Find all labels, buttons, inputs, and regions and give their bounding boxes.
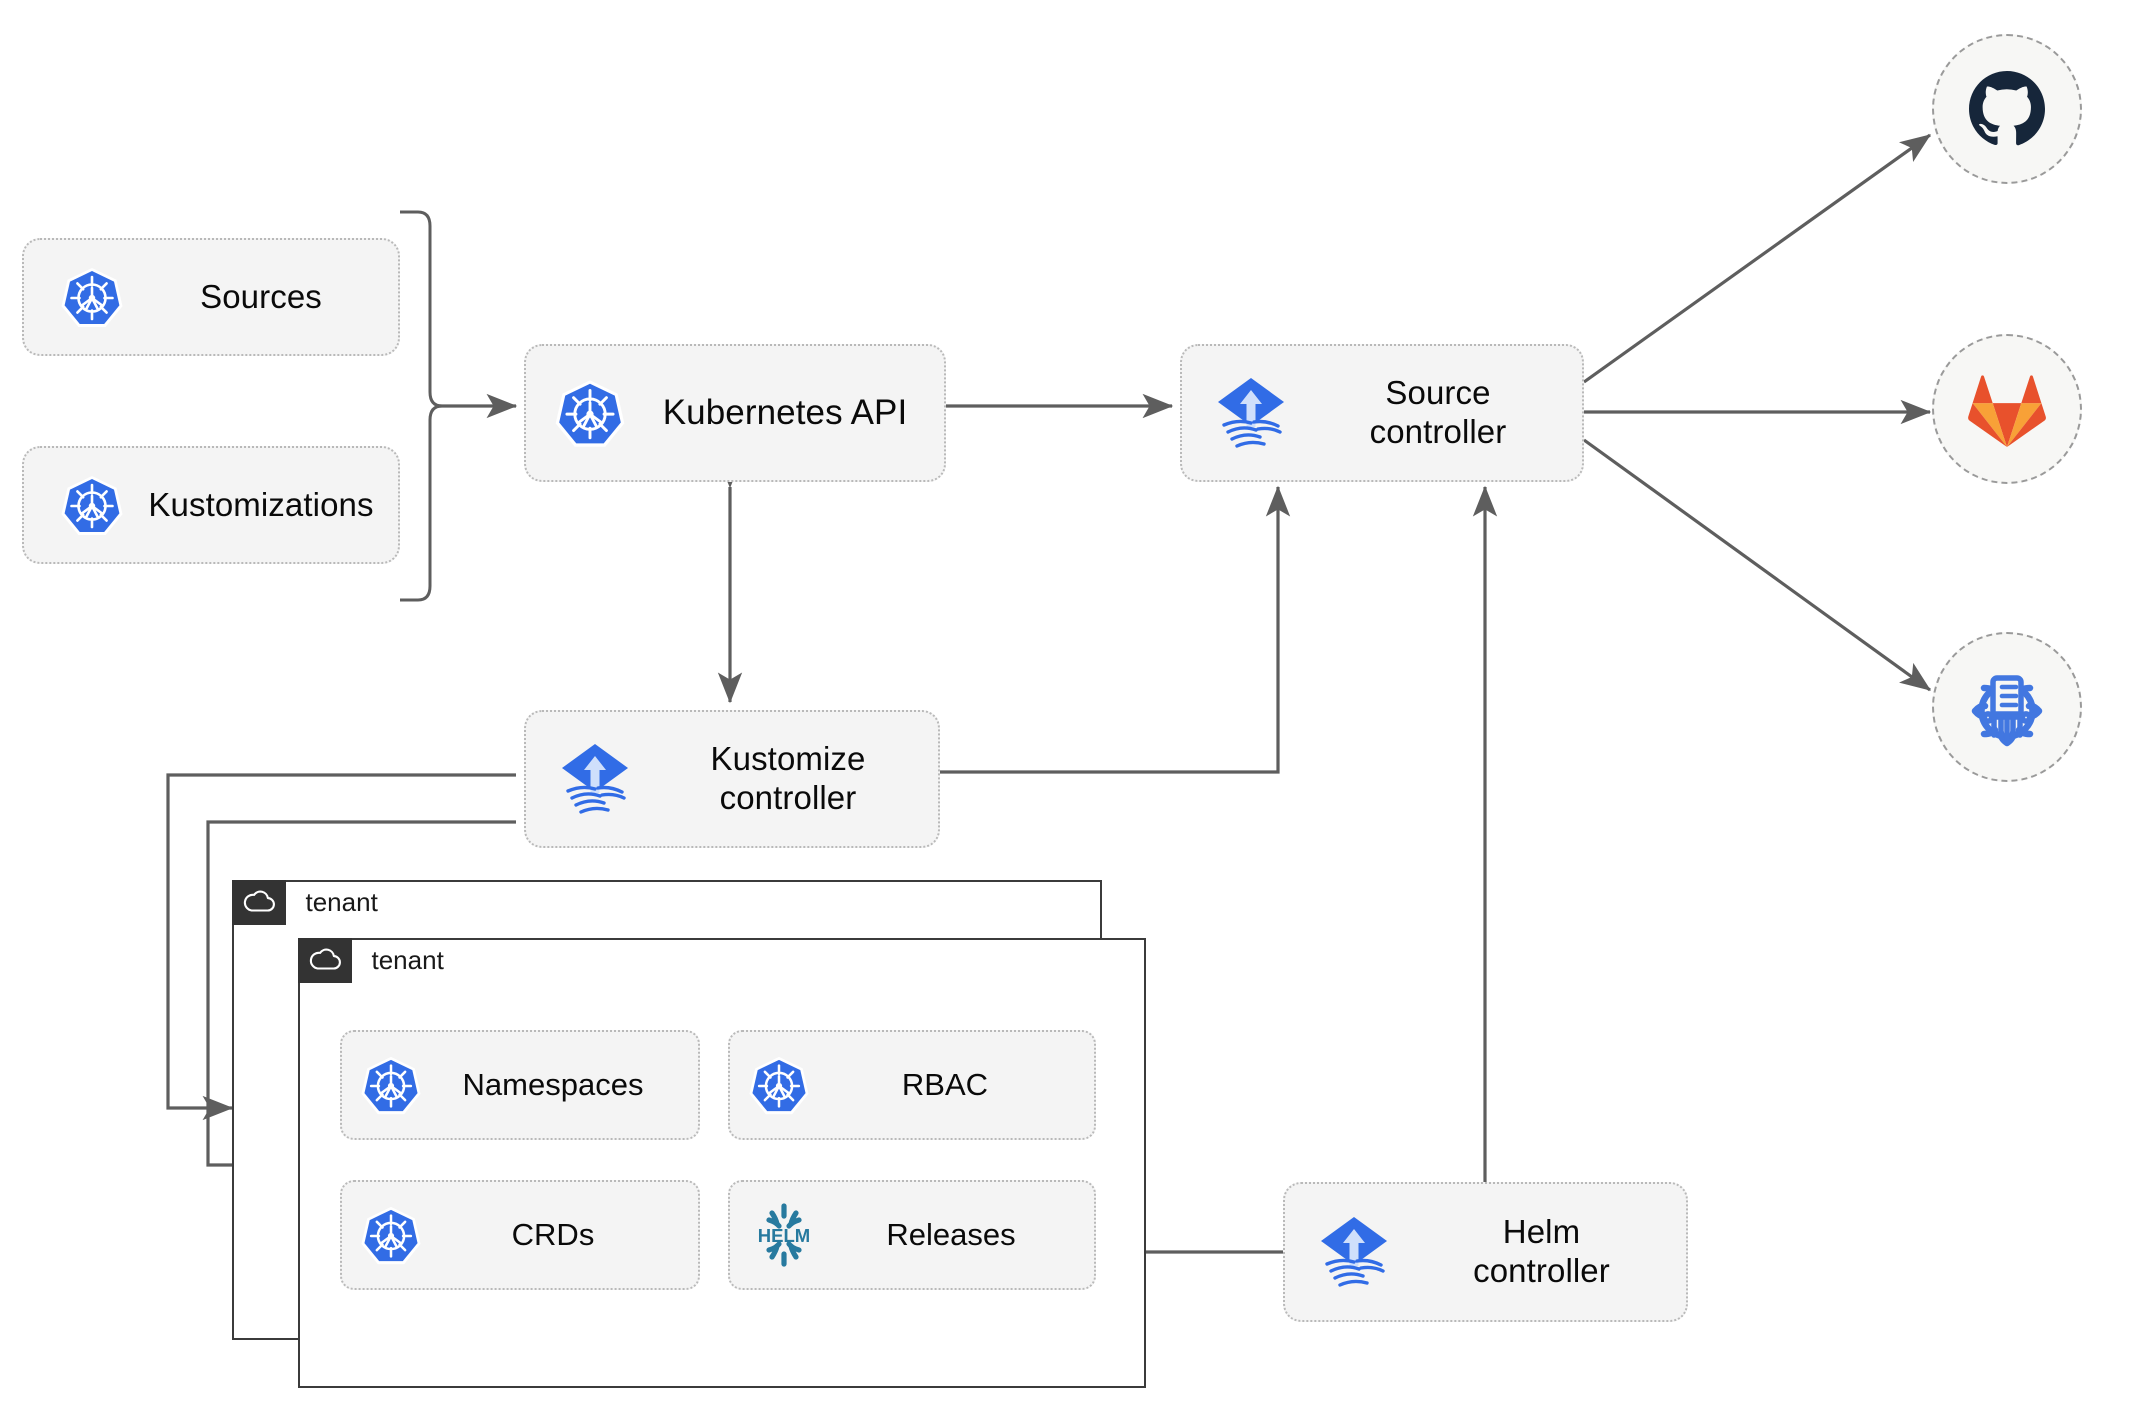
node-source-controller[interactable]: Source controller — [1180, 344, 1584, 482]
res-releases-label: Releases — [886, 1217, 1016, 1252]
node-kustomize-controller[interactable]: Kustomize controller — [524, 710, 940, 848]
kubernetes-icon — [526, 377, 626, 449]
node-sources[interactable]: Sources — [22, 238, 400, 356]
cloud-icon — [231, 879, 286, 925]
bracket-connector — [400, 210, 443, 602]
flux-icon — [526, 736, 638, 822]
res-crds[interactable]: CRDs — [340, 1180, 700, 1290]
node-sources-label: Sources — [200, 277, 322, 315]
tenant-title-bar-back: tenant — [231, 879, 1104, 925]
res-rbac[interactable]: RBAC — [728, 1030, 1096, 1140]
kubernetes-icon — [730, 1054, 810, 1116]
res-crds-label: CRDs — [511, 1217, 595, 1252]
gitlab-icon — [1964, 368, 2050, 450]
node-kustomizations-label: Kustomizations — [148, 485, 374, 523]
flux-icon — [1182, 370, 1294, 456]
flux-icon — [1285, 1209, 1397, 1295]
node-source-controller-label: Source controller — [1369, 374, 1507, 450]
node-helm-repository[interactable] — [1932, 632, 2082, 782]
kubernetes-icon — [342, 1054, 422, 1116]
node-kubernetes-api[interactable]: Kubernetes API — [524, 344, 946, 482]
tenant-window-front[interactable]: tenant — [297, 937, 1148, 1388]
res-namespaces[interactable]: Namespaces — [340, 1030, 700, 1140]
node-github[interactable] — [1932, 34, 2082, 184]
edge-source-helmrepo — [1583, 438, 1932, 692]
edge-source-github — [1583, 133, 1932, 384]
tenant-label-back: tenant — [305, 886, 378, 917]
kubernetes-icon — [24, 265, 124, 329]
edge-kustomize-to-source — [940, 485, 1291, 774]
node-gitlab[interactable] — [1932, 334, 2082, 484]
helm-wordmark: HELM — [758, 1225, 810, 1246]
cloud-icon — [297, 937, 352, 983]
kubernetes-icon — [342, 1204, 422, 1266]
tenant-title-bar-front: tenant — [297, 937, 1148, 983]
node-kubernetes-api-label: Kubernetes API — [662, 393, 908, 433]
github-icon — [1965, 67, 2049, 151]
tenant-label-front: tenant — [371, 944, 444, 975]
node-helm-controller[interactable]: Helm controller — [1283, 1182, 1688, 1322]
node-kustomize-controller-label: Kustomize controller — [710, 740, 866, 816]
res-rbac-label: RBAC — [901, 1067, 989, 1102]
helm-repository-icon — [1961, 661, 2053, 753]
res-namespaces-label: Namespaces — [462, 1067, 644, 1102]
res-releases[interactable]: HELM Releases — [728, 1180, 1096, 1290]
node-kustomizations[interactable]: Kustomizations — [22, 446, 400, 564]
kubernetes-icon — [24, 473, 124, 537]
node-helm-controller-label: Helm controller — [1473, 1213, 1610, 1289]
helm-icon: HELM — [730, 1197, 822, 1273]
